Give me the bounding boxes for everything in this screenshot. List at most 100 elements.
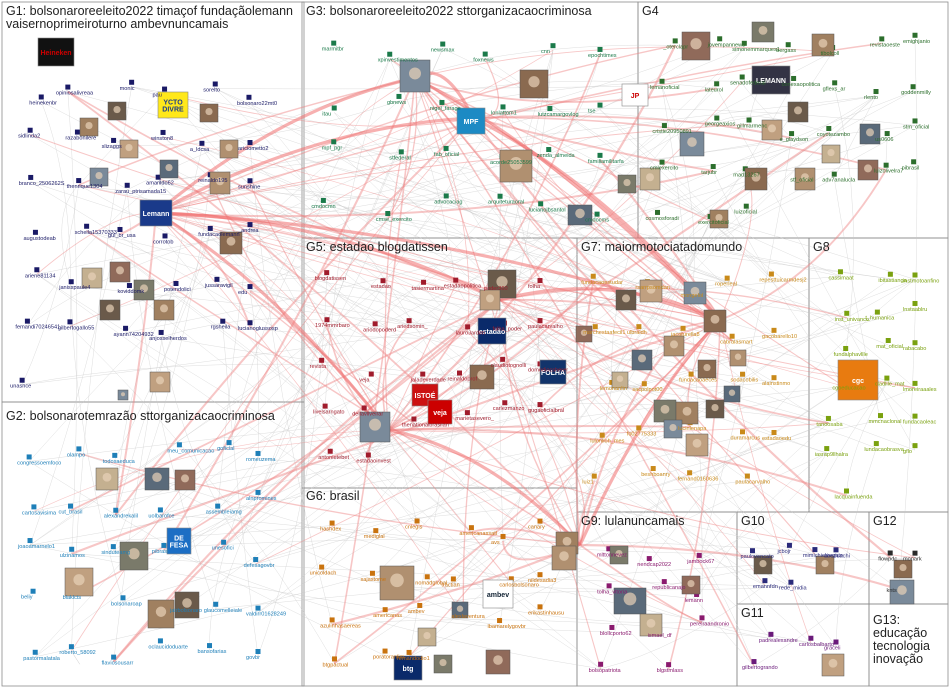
graph-node bbox=[832, 80, 838, 86]
graph-edge bbox=[223, 95, 877, 547]
graph-node bbox=[385, 211, 391, 217]
graph-node bbox=[887, 550, 893, 556]
graph-node bbox=[550, 43, 556, 49]
graph-edge-weighted bbox=[472, 51, 833, 119]
graph-edge bbox=[249, 228, 693, 295]
graph-node bbox=[329, 520, 335, 526]
graph-node bbox=[76, 178, 82, 184]
graph-edge-weighted bbox=[67, 90, 501, 301]
node-label: monark bbox=[903, 557, 922, 563]
graph-edge-weighted bbox=[539, 319, 721, 410]
graph-edge-weighted bbox=[255, 319, 721, 565]
node-label: pastormalatala bbox=[23, 656, 61, 662]
graph-edge bbox=[161, 318, 376, 338]
graph-node bbox=[157, 507, 163, 513]
graph-edge bbox=[372, 419, 881, 579]
node-label: fab_oficial bbox=[434, 152, 459, 158]
graph-edge-weighted bbox=[414, 77, 470, 332]
graph-edge-weighted bbox=[155, 42, 882, 214]
graph-edge bbox=[495, 132, 829, 288]
node-label: ibitastianga bbox=[878, 278, 907, 284]
node-label: gflexs_ar bbox=[823, 86, 846, 92]
graph-edge bbox=[699, 422, 829, 561]
graph-node bbox=[331, 139, 337, 145]
graph-edge bbox=[29, 51, 833, 546]
node-label: pibrasil bbox=[902, 165, 920, 171]
graph-node bbox=[439, 99, 445, 105]
node-label: folha bbox=[528, 284, 541, 290]
graph-node bbox=[885, 338, 891, 344]
node-label: nigel_farage bbox=[430, 106, 461, 112]
graph-edge bbox=[596, 218, 728, 283]
graph-edge bbox=[502, 108, 916, 126]
avatar-face bbox=[866, 128, 874, 137]
graph-node bbox=[161, 542, 167, 548]
graph-node bbox=[824, 446, 830, 452]
avatar-face bbox=[156, 376, 164, 385]
graph-node bbox=[68, 503, 74, 509]
avatar-face bbox=[715, 213, 723, 222]
group-title-g6: G6: brasil bbox=[306, 489, 360, 503]
graph-edge-weighted bbox=[331, 543, 581, 626]
graph-edge-weighted bbox=[472, 115, 792, 139]
node-label: repesttuicarmdesj2 bbox=[759, 278, 806, 284]
graph-node bbox=[833, 639, 839, 645]
node-label: edu bbox=[238, 290, 247, 296]
graph-node bbox=[743, 203, 749, 209]
node-label: paulacarvalho bbox=[528, 324, 563, 330]
avatar-face bbox=[622, 294, 630, 303]
graph-edge-weighted bbox=[387, 77, 418, 219]
graph-node bbox=[27, 127, 33, 133]
graph-node bbox=[220, 318, 226, 324]
node-label: cassimaat bbox=[828, 275, 854, 281]
avatar-face bbox=[106, 304, 114, 313]
node-label: lucianojbsantol bbox=[529, 207, 566, 213]
node-label: koviddomk bbox=[117, 289, 144, 295]
graph-node bbox=[717, 36, 723, 42]
node-label: revista bbox=[310, 364, 327, 370]
avatar-face bbox=[690, 38, 702, 50]
graph-edge bbox=[385, 591, 697, 615]
graph-node bbox=[672, 38, 678, 44]
graph-edge bbox=[67, 91, 78, 554]
node-label: estadaoedu bbox=[762, 436, 791, 442]
graph-edge bbox=[131, 86, 916, 280]
avatar-face bbox=[226, 236, 236, 246]
graph-edge bbox=[334, 540, 504, 664]
node-label: gbnews bbox=[387, 100, 406, 106]
graph-node bbox=[912, 443, 918, 449]
avatar-face bbox=[85, 121, 93, 130]
graph-node bbox=[831, 171, 837, 177]
graph-edge bbox=[164, 240, 541, 612]
graph-node bbox=[247, 222, 253, 228]
node-label: mat_oficial bbox=[876, 344, 903, 350]
graph-edge-weighted bbox=[155, 212, 596, 332]
node-label: sidlinda2 bbox=[18, 134, 40, 140]
profile-image-folha bbox=[539, 359, 567, 385]
node-label: pibrasil bbox=[152, 549, 170, 555]
graph-node bbox=[537, 572, 543, 578]
graph-node bbox=[253, 557, 259, 563]
graph-edge bbox=[661, 85, 695, 295]
avatar-face bbox=[827, 148, 835, 157]
graph-node bbox=[464, 410, 470, 416]
node-label: mimichielvegato bbox=[803, 553, 843, 559]
graph-edge bbox=[741, 81, 792, 139]
node-label: avs bbox=[491, 540, 500, 546]
graph-node bbox=[380, 278, 386, 284]
graph-edge bbox=[413, 166, 663, 424]
avatar-face bbox=[897, 585, 907, 595]
node-label: knts bbox=[887, 588, 897, 594]
graph-node bbox=[606, 583, 612, 589]
graph-node bbox=[666, 662, 672, 668]
graph-node bbox=[411, 416, 417, 422]
node-label: hashdex bbox=[320, 527, 341, 533]
graph-node bbox=[19, 377, 25, 383]
graph-edge-weighted bbox=[414, 46, 833, 79]
node-label: americanassatl bbox=[459, 531, 497, 537]
node-label: canary bbox=[528, 525, 545, 531]
graph-node bbox=[155, 174, 161, 180]
graph-edge bbox=[41, 101, 505, 328]
graph-node bbox=[606, 546, 612, 552]
node-label: flowpdc bbox=[878, 557, 897, 563]
